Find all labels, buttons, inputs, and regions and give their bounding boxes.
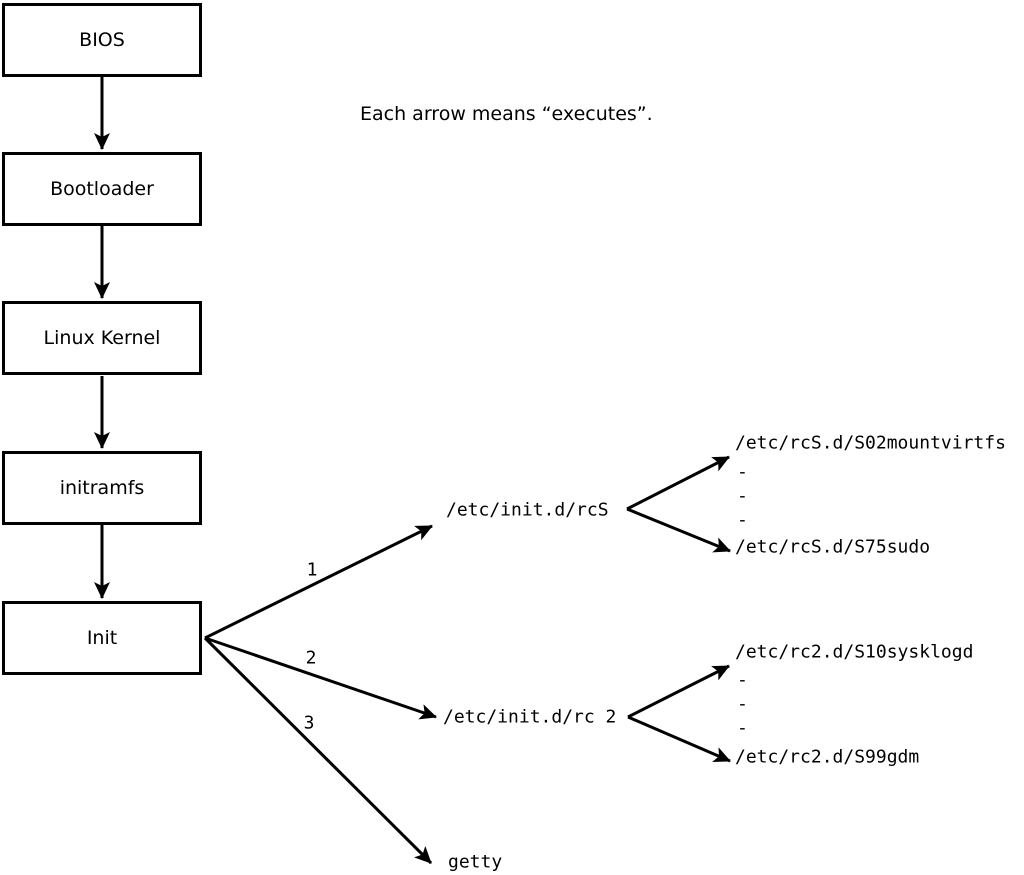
box-linux-kernel: Linux Kernel (2, 301, 202, 375)
box-bios: BIOS (2, 3, 202, 77)
arrow-rcs-to-s75sudo (626, 507, 731, 553)
box-linux-kernel-label: Linux Kernel (43, 327, 161, 349)
rcs-child-s02mountvirtfs: /etc/rcS.d/S02mountvirtfs (735, 432, 1006, 454)
rcs-child-ellipsis-dash: - (737, 509, 748, 531)
box-initramfs-label: initramfs (59, 477, 145, 499)
rcs-child-ellipsis-dash: - (737, 461, 748, 483)
rcs-child-ellipsis-dash: - (737, 485, 748, 507)
rc2-child-s10sysklogd: /etc/rc2.d/S10sysklogd (735, 641, 974, 663)
box-init-label: Init (86, 627, 118, 649)
box-bootloader-label: Bootloader (50, 178, 154, 200)
box-initramfs: initramfs (2, 451, 202, 525)
branch-number-1: 1 (306, 559, 318, 581)
target-etc-init-d-rcs: /etc/init.d/rcS (446, 499, 609, 521)
branch-number-2: 2 (305, 647, 317, 669)
rcs-child-s75sudo: /etc/rcS.d/S75sudo (735, 536, 931, 558)
box-bios-label: BIOS (79, 29, 125, 51)
rc2-child-ellipsis-dash: - (737, 693, 748, 715)
rc2-child-s99gdm: /etc/rc2.d/S99gdm (735, 746, 920, 768)
rc2-child-ellipsis-dash: - (737, 669, 748, 691)
arrow-rc2-to-s99gdm (627, 715, 731, 763)
target-getty: getty (448, 851, 503, 873)
arrow-rcs-to-s02mountvirtfs (626, 455, 730, 511)
legend-note: Each arrow means “executes”. (360, 103, 653, 125)
box-bootloader: Bootloader (2, 152, 202, 226)
box-init: Init (2, 601, 202, 675)
arrow-init-to-rcs (204, 524, 433, 640)
arrow-rc2-to-s10sysklogd (627, 664, 730, 719)
arrow-init-to-getty (203, 636, 433, 865)
branch-number-3: 3 (303, 712, 315, 734)
target-etc-init-d-rc2: /etc/init.d/rc 2 (443, 706, 617, 728)
rc2-child-ellipsis-dash: - (737, 717, 748, 739)
arrow-init-to-rc2 (204, 636, 437, 720)
